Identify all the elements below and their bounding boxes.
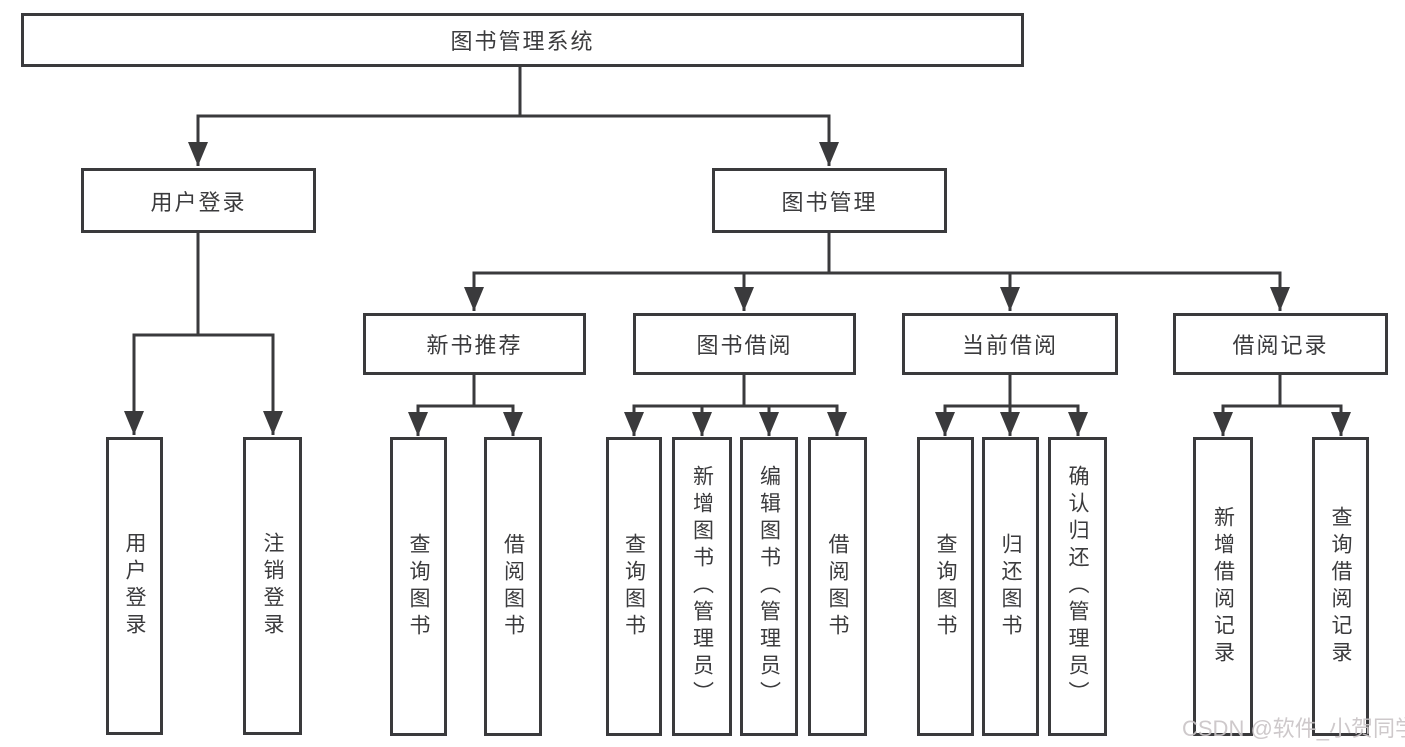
leaf-query-books-recommend: 查询图书	[390, 437, 447, 736]
connector-borrow-records	[1213, 375, 1351, 436]
leaf-query-borrow-record-label: 查询借阅记录	[1329, 505, 1352, 668]
leaf-query-books-current-label: 查询图书	[934, 532, 957, 641]
node-book-borrow-label: 图书借阅	[696, 333, 793, 358]
leaf-confirm-return-admin: 确认归还（管理员）	[1048, 437, 1107, 736]
leaf-add-book-admin-label: 新增图书（管理员）	[690, 465, 714, 708]
leaf-return-book-label: 归还图书	[999, 532, 1022, 641]
node-book-borrow: 图书借阅	[633, 313, 856, 375]
connector-user-login	[124, 233, 283, 435]
connector-current-borrow	[935, 375, 1088, 436]
leaf-borrow-books-recommend-label: 借阅图书	[501, 532, 525, 641]
node-library-system-label: 图书管理系统	[450, 29, 595, 54]
node-user-login: 用户登录	[81, 168, 316, 233]
leaf-add-borrow-record: 新增借阅记录	[1193, 437, 1253, 736]
connector-book-management	[464, 233, 1290, 311]
leaf-borrow-books-recommend: 借阅图书	[484, 437, 542, 736]
leaf-logout-label: 注销登录	[261, 532, 284, 640]
leaf-query-books-recommend-label: 查询图书	[407, 532, 430, 641]
node-user-login-label: 用户登录	[150, 189, 247, 215]
node-book-management: 图书管理	[712, 168, 947, 233]
node-borrow-records-label: 借阅记录	[1232, 333, 1329, 358]
node-current-borrow: 当前借阅	[902, 313, 1118, 375]
node-new-book-recommend: 新书推荐	[363, 313, 586, 375]
leaf-query-books-borrow-label: 查询图书	[622, 532, 646, 641]
leaf-query-books-current: 查询图书	[917, 437, 974, 736]
leaf-edit-book-admin: 编辑图书（管理员）	[740, 437, 798, 736]
leaf-user-login-label: 用户登录	[123, 532, 146, 640]
connector-book-borrow	[624, 375, 847, 436]
node-borrow-records: 借阅记录	[1173, 313, 1388, 375]
leaf-user-login: 用户登录	[106, 437, 163, 735]
leaf-query-books-borrow: 查询图书	[606, 437, 662, 736]
node-current-borrow-label: 当前借阅	[961, 333, 1058, 358]
node-book-management-label: 图书管理	[781, 189, 878, 215]
connector-new-book-recommend	[408, 375, 523, 436]
leaf-borrow-books: 借阅图书	[808, 437, 867, 736]
watermark-text: CSDN @软件_小贺同学	[1182, 716, 1405, 741]
leaf-borrow-books-label: 借阅图书	[826, 532, 849, 641]
leaf-return-book: 归还图书	[982, 437, 1039, 736]
node-new-book-recommend-label: 新书推荐	[426, 333, 523, 358]
node-library-system: 图书管理系统	[21, 13, 1024, 67]
leaf-query-borrow-record: 查询借阅记录	[1312, 437, 1369, 736]
leaf-confirm-return-admin-label: 确认归还（管理员）	[1066, 465, 1089, 708]
leaf-logout: 注销登录	[243, 437, 302, 735]
connector-root	[188, 67, 839, 166]
leaf-edit-book-admin-label: 编辑图书（管理员）	[757, 465, 781, 708]
leaf-add-book-admin: 新增图书（管理员）	[672, 437, 732, 736]
leaf-add-borrow-record-label: 新增借阅记录	[1211, 505, 1235, 668]
